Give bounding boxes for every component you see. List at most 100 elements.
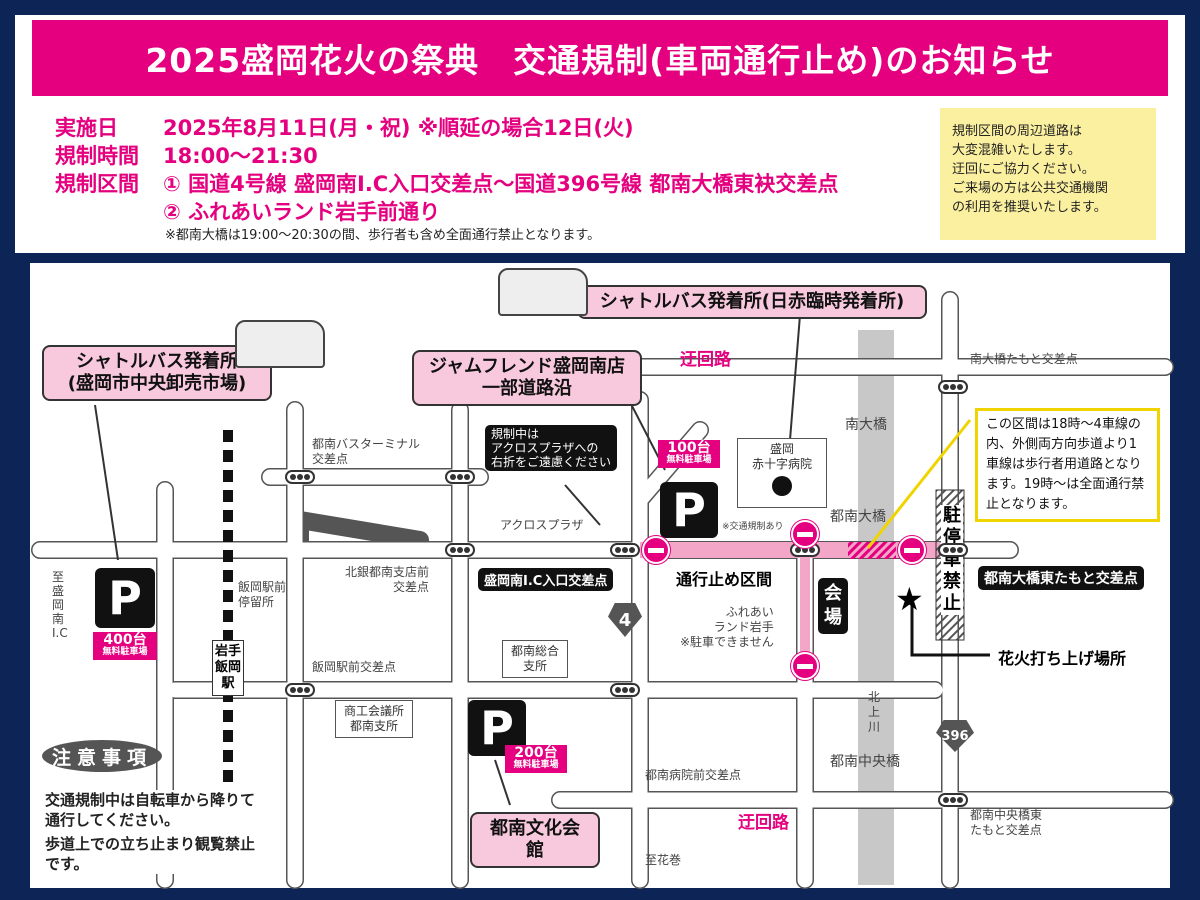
venue-label: 会場 (818, 578, 848, 634)
time-value: 18:00～21:30 (163, 144, 318, 168)
parking-label: 無料駐車場 (666, 455, 712, 465)
caution-title: 注意事項 (42, 740, 162, 772)
intersection-label: 飯岡駅前交差点 (312, 660, 397, 674)
no-parking-label: 駐停車禁止 (941, 505, 963, 615)
page-title: 2025盛岡花火の祭典 交通規制(車両通行止め)のお知らせ (32, 20, 1168, 96)
traffic-signal-icon (445, 543, 475, 557)
caution-item: 交通規制中は自転車から降りて通行してください。 (45, 791, 256, 829)
bus-icon (498, 268, 588, 316)
label-line: たもと交差点 (970, 823, 1042, 837)
section-row: 規制区間 ① 国道4号線 盛岡南I.C入口交差点～国道396号線 都南大橋東袂交差… (55, 168, 838, 198)
traffic-signal-icon (445, 470, 475, 484)
right-turn-notice: 規制中はアクロスプラザへの右折をご遠慮ください (485, 425, 618, 471)
to-hanamaki-label: 至花巻 (645, 853, 682, 867)
intersection-label: 都南病院前交差点 (645, 768, 742, 782)
parking-icon: P (468, 700, 526, 756)
notice-line: の利用を推奨いたします。 (952, 200, 1107, 215)
no-entry-icon (642, 536, 670, 564)
parking-label: 無料駐車場 (513, 760, 559, 770)
section-label: 規制区間 (55, 172, 139, 196)
bridge-note: ※都南大橋は19:00～20:30の間、歩行者も含め全面通行禁止となります。 (165, 228, 601, 243)
traffic-signal-icon (285, 470, 315, 484)
no-entry-icon (791, 520, 819, 548)
bunka-callout: 都南文化会館 (470, 812, 600, 868)
fureai-label: ふれあいランド岩手※駐車できません (680, 605, 774, 650)
hokugin-label: 北銀都南支店前交差点 (345, 565, 429, 595)
traffic-signal-icon (610, 543, 640, 557)
label-line: 都南中央橋東 (970, 808, 1043, 822)
bridge-label: 都南大橋 (830, 509, 886, 525)
time-label: 規制時間 (55, 144, 139, 168)
notice-line: 大変混雑いたします。 (952, 143, 1081, 158)
label-line: 交差点 (312, 452, 349, 466)
traffic-signal-icon (285, 683, 315, 697)
hospital-marker-icon (772, 476, 792, 496)
pedestrian-callout: この区間は18時～4車線の内、外側両方向歩道より1車線は歩行者用道路となります。… (975, 408, 1160, 522)
shoko-building: 商工会議所都南支所 (335, 700, 414, 738)
tonan-sogo-building: 都南総合支所 (502, 640, 569, 678)
pedestrian-lane-bridge (848, 542, 896, 559)
intersection-label: 南大橋たもと交差点 (970, 352, 1078, 366)
callout-line: ジャムフレンド盛岡南店 (428, 356, 626, 377)
traffic-signal-icon (938, 380, 968, 394)
section-1: ① 国道4号線 盛岡南I.C入口交差点～国道396号線 都南大橋東袂交差点 (163, 172, 839, 196)
label-line: ふれあい (725, 605, 774, 619)
callout-line: 一部道路沿 (482, 378, 572, 399)
label-line: 停留所 (238, 595, 275, 609)
notice-line: 迂回にご協力ください。 (952, 162, 1095, 177)
shuttle-top-callout: シャトルバス発着所(日赤臨時発着所) (577, 285, 927, 319)
caution-item: 歩道上での立ち止まり観覧禁止です。 (45, 835, 256, 873)
traffic-signal-icon (938, 793, 968, 807)
parking-icon: P (95, 568, 155, 628)
detour-label: 迂回路 (680, 350, 731, 370)
parking-tag-400: 400台無料駐車場 (93, 632, 157, 660)
notice-line: 規制区間の周辺道路は (952, 124, 1083, 139)
label-line: ※駐車できません (680, 635, 774, 649)
parking-count: 400台 (103, 632, 147, 648)
shuttle-left-callout: シャトルバス発着所(盛岡市中央卸売市場) (42, 345, 272, 401)
star-icon: ★ (895, 580, 924, 618)
jam-callout: ジャムフレンド盛岡南店一部道路沿 (412, 350, 642, 406)
traffic-signal-icon (610, 683, 640, 697)
label-line: 飯岡駅前 (238, 580, 287, 594)
parking-tag-200: 200台無料駐車場 (505, 745, 567, 773)
no-entry-icon (898, 536, 926, 564)
notice-box: 規制区間の周辺道路は 大変混雑いたします。 迂回にご協力ください。 ご来場の方は… (940, 108, 1156, 240)
parking-icon: P (660, 482, 718, 538)
label-line: 右折をご遠慮ください (491, 455, 612, 469)
no-entry-icon (791, 652, 819, 680)
section-2: ② ふれあいランド岩手前通り (163, 200, 441, 224)
hospital-building: 盛岡赤十字病院 (737, 438, 827, 508)
label-line: 交差点 (393, 580, 430, 594)
launch-pointer (910, 600, 990, 657)
label-line: 北銀都南支店前 (345, 565, 430, 579)
parking-count: 200台 (514, 745, 558, 761)
ic-entrance-label: 盛岡南I.C入口交差点 (478, 568, 614, 591)
date-value: 2025年8月11日(月・祝) ※順延の場合12日(火) (163, 116, 634, 140)
building-label: 赤十字病院 (751, 457, 812, 471)
notice-line: ご来場の方は公共交通機関 (952, 181, 1109, 196)
station-label: 岩手飯岡駅 (212, 640, 244, 696)
bridge-label: 都南中央橋 (830, 754, 900, 770)
across-plaza-label: アクロスプラザ (500, 518, 584, 532)
label-line: アクロスプラザへの (491, 441, 599, 455)
to-ic-label: 至盛岡南I.C (52, 570, 68, 640)
detour-label: 迂回路 (738, 813, 789, 833)
closed-section-label: 通行止め区間 (676, 570, 773, 589)
label-line: 都南総合 (511, 644, 560, 658)
label-line: 都南バスターミナル (312, 437, 421, 451)
traffic-signal-icon (938, 543, 968, 557)
building-label: 盛岡 (769, 442, 794, 456)
iioka-stop-label: 飯岡駅前停留所 (238, 580, 286, 610)
parking-tag-100: 100台無料駐車場 (658, 440, 720, 468)
river-label: 北上川 (868, 690, 881, 734)
caution-list: 交通規制中は自転車から降りて通行してください。 歩道上での立ち止まり観覧禁止です… (45, 790, 265, 874)
label-line: 商工会議所 (344, 704, 405, 718)
label-line: ランド岩手 (713, 620, 774, 634)
bus-icon (235, 320, 325, 368)
tamoto-east-label: 都南大橋東たもと交差点 (978, 566, 1144, 590)
bus-terminal-label: 都南バスターミナル交差点 (312, 437, 420, 467)
callout-line: (盛岡市中央卸売市場) (67, 373, 247, 394)
bridge-label: 南大橋 (845, 417, 887, 433)
